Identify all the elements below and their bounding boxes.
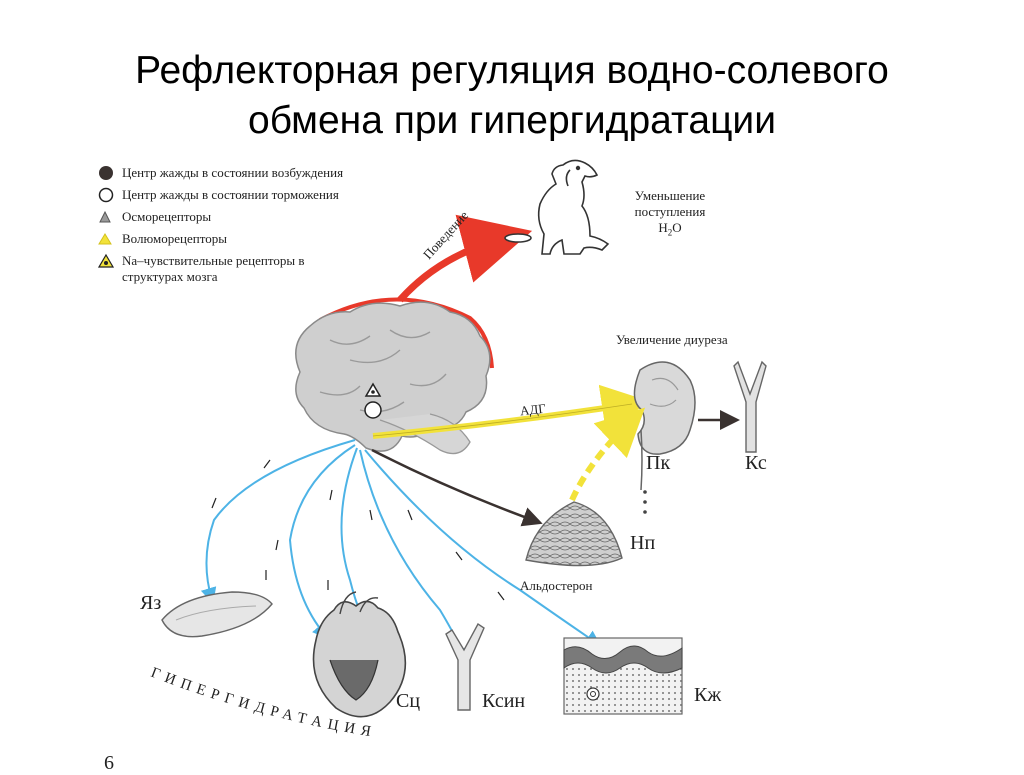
legend-label: Осморецепторы bbox=[122, 209, 212, 224]
legend-label-cont: структурах мозга bbox=[122, 269, 218, 284]
legend-label: Na–чувствительные рецепторы в bbox=[122, 253, 305, 268]
filled-circle-icon bbox=[98, 162, 122, 184]
page-title: Рефлекторная регуляция водно-солевого об… bbox=[0, 46, 1024, 146]
yellow-triangle-icon bbox=[98, 228, 122, 250]
hypothalamus-adrenal-arrow bbox=[371, 448, 543, 527]
decrease-intake-label: Уменьшение поступления H2O bbox=[634, 188, 706, 238]
pk-label: Пк bbox=[646, 452, 671, 474]
legend-label: Волюморецепторы bbox=[122, 231, 227, 246]
adrenal-gland-icon bbox=[525, 501, 623, 567]
hollow-circle-icon bbox=[98, 184, 122, 206]
behavior-arc bbox=[319, 214, 533, 369]
legend-item-excited: Центр жажды в состоянии возбуждения bbox=[98, 162, 343, 184]
gray-triangle-icon bbox=[98, 206, 122, 228]
kzh-label: Кж bbox=[694, 684, 722, 706]
yaz-label: Яз bbox=[140, 592, 162, 614]
legend-label: Центр жажды в состоянии торможения bbox=[122, 187, 339, 202]
title-line-1: Рефлекторная регуляция водно-солевого bbox=[135, 49, 889, 92]
aldosterone-arrow bbox=[569, 407, 646, 502]
sts-label: Сц bbox=[396, 690, 421, 712]
legend-item-inhibited: Центр жажды в состоянии торможения bbox=[98, 184, 343, 206]
aldosterone-label: Альдостерон bbox=[520, 578, 593, 593]
brain-icon bbox=[295, 301, 491, 455]
page-number: 6 bbox=[104, 752, 114, 774]
legend-label: Центр жажды в состоянии возбуждения bbox=[122, 165, 344, 180]
ks-label: Кс bbox=[745, 452, 767, 474]
legend-item-osmoreceptors: Осморецепторы bbox=[98, 206, 343, 228]
pathway-direction-marks bbox=[211, 459, 505, 601]
dog-icon bbox=[504, 159, 610, 255]
np-label: Нп bbox=[630, 532, 656, 554]
blood-vessel-icon bbox=[733, 360, 767, 453]
yellow-triangle-dot-icon bbox=[98, 250, 122, 272]
heart-icon bbox=[312, 591, 407, 718]
legend: Центр жажды в состоянии возбуждения Цент… bbox=[98, 162, 343, 288]
legend-item-na-receptors: Na–чувствительные рецепторы в bbox=[98, 250, 343, 272]
kidney-icon bbox=[633, 361, 696, 514]
diuresis-label: Увеличение диуреза bbox=[616, 332, 728, 347]
adh-label: АДГ bbox=[519, 400, 547, 419]
tongue-icon bbox=[161, 591, 273, 638]
skin-icon bbox=[563, 637, 683, 715]
legend-item-volumoreceptors: Волюморецепторы bbox=[98, 228, 343, 250]
ksin-label: Ксин bbox=[482, 690, 526, 712]
title-line-2: обмена при гипергидратации bbox=[248, 99, 776, 142]
carotid-sinus-icon bbox=[445, 622, 485, 711]
